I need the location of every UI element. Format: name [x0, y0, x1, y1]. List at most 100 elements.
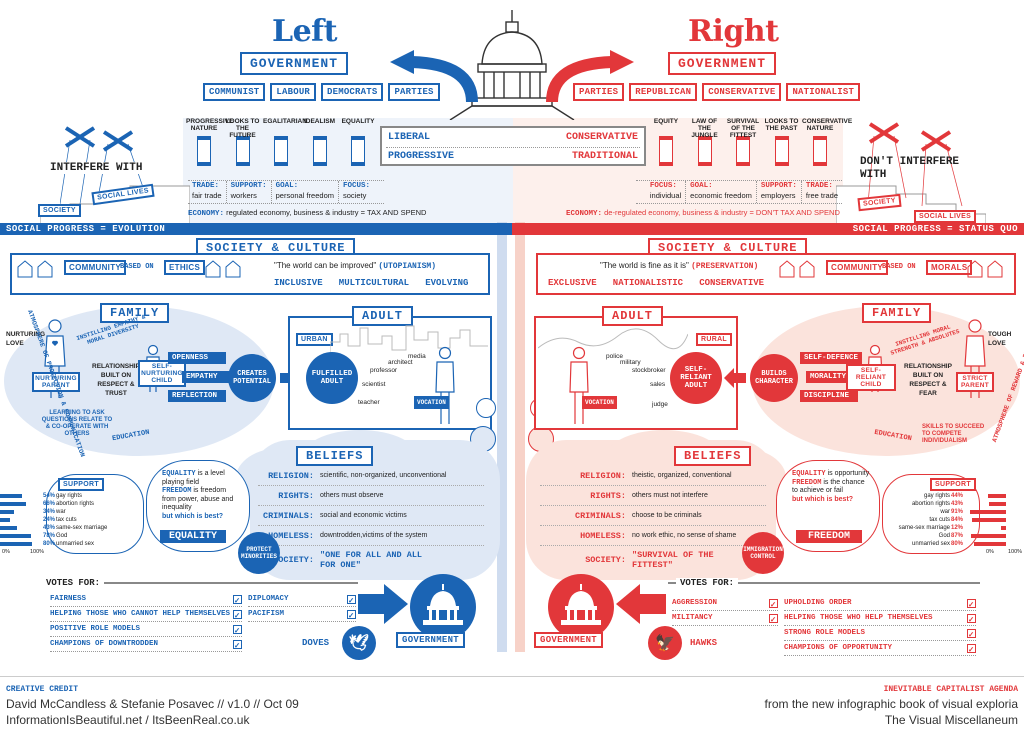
pillar: EQUITY: [648, 118, 684, 166]
right-axis-100: 100%: [1008, 549, 1023, 555]
capitol-dome-icon: [449, 10, 575, 120]
immigration-control-badge: IMMIGRATION CONTROL: [742, 532, 784, 574]
policy-trade: TRADE:free trade: [805, 182, 838, 200]
capitol-icon: [423, 584, 463, 625]
conservative-label: CONSERVATIVE: [565, 132, 638, 143]
left-social-progress-band: SOCIAL PROGRESS = EVOLUTION: [0, 223, 512, 235]
vote-item: CHAMPIONS OF DOWNTRODDEN✓: [50, 637, 242, 652]
support-bar: [971, 534, 1006, 538]
rural-label: RURAL: [696, 333, 732, 346]
support-label: unmarried sex: [56, 541, 95, 547]
pillar: CONSERVATIVE NATURE: [802, 118, 852, 166]
policy-support: SUPPORT:employers: [757, 181, 802, 203]
support-bar: [0, 534, 31, 538]
support-label: same-sex marriage: [898, 525, 950, 531]
party-label-right: PARTIES: [573, 83, 625, 101]
vote-item: CHAMPIONS OF OPPORTUNITY✓: [784, 641, 976, 656]
right-economy: ECONOMY: de-regulated economy, business …: [566, 208, 840, 218]
checkbox-icon: ✓: [347, 609, 356, 621]
support-percent: 87%: [950, 533, 963, 539]
right-adult-title: ADULT: [602, 306, 664, 326]
belief-row: RIGHTS:others must not interfere: [540, 486, 766, 506]
right-votes-panel: [668, 582, 980, 656]
trait-self-defence: SELF-DEFENCE: [800, 352, 862, 364]
left-quote: "The world can be improved" (UTOPIANISM): [274, 261, 437, 271]
left-beliefs-title: BELIEFS: [296, 446, 374, 466]
left-choice-box: EQUALITY: [160, 530, 226, 543]
right-title: Right: [688, 14, 779, 49]
vote-item: HELPING THOSE WHO HELP THEMSELVES✓: [784, 611, 976, 626]
support-label: God: [56, 533, 68, 539]
footer-divider: [0, 676, 1024, 677]
left-tagline: INCLUSIVE MULTICULTURAL EVOLVING: [274, 278, 469, 288]
vote-item: POSITIVE ROLE MODELS✓: [50, 622, 242, 637]
right-pillars: EQUITY LAW OF THE JUNGLE SURVIVAL OF THE…: [648, 118, 852, 166]
left-family-title: FAMILY: [100, 303, 170, 323]
vote-item: FAIRNESS✓: [50, 592, 242, 607]
policy-focus: FOCUS:individual: [646, 181, 687, 203]
support-percent: 54%: [42, 493, 55, 499]
hawk-icon: 🦅: [648, 626, 682, 660]
right-government-label: GOVERNMENT: [668, 52, 777, 75]
job-sales: sales: [650, 381, 666, 388]
policy-goal: GOAL:personal freedom: [272, 181, 339, 203]
authors: David McCandless & Stefanie Posavec // v…: [6, 697, 299, 711]
support-bar: [0, 526, 17, 530]
belief-row: CRIMINALS:choose to be criminals: [540, 506, 766, 526]
left-pillars: PROGRESSIVE NATURE LOOKS TO THE FUTURE E…: [186, 118, 376, 166]
support-label: tax cuts: [56, 517, 77, 523]
support-percent: 43%: [950, 501, 963, 507]
right-support-title: SUPPORT: [930, 478, 976, 491]
pillar: PROGRESSIVE NATURE: [186, 118, 233, 166]
pillar: IDEALISM: [302, 118, 338, 166]
builds-character-badge: BUILDS CHARACTER: [750, 354, 798, 402]
belief-row: HOMELESS:downtrodden,victims of the syst…: [258, 526, 484, 546]
left-axis-100: 100%: [30, 549, 45, 555]
sites[interactable]: InformationIsBeautiful.net / ItsBeenReal…: [6, 713, 250, 727]
vocation-box: VOCATION: [414, 396, 449, 409]
vote-item: MILITANCY✓: [672, 611, 778, 626]
left-adult-title: ADULT: [352, 306, 414, 326]
support-row: 54%gay rights: [0, 492, 140, 500]
houses-icon: [205, 260, 241, 278]
belief-row: RIGHTS:others must observe: [258, 486, 484, 506]
right-family-title: FAMILY: [862, 303, 932, 323]
thought-bubble: [476, 398, 496, 418]
left-policy-strip: TRADE:fair trade SUPPORT:workers GOAL:pe…: [188, 180, 384, 204]
left-traits: OPENNESS EMPATHY REFLECTION: [168, 352, 240, 402]
doves-label: DOVES: [302, 638, 330, 648]
trait-empathy: EMPATHY: [182, 371, 240, 383]
progressive-label: PROGRESSIVE: [388, 151, 455, 162]
self-reliant-adult-badge: SELF-RELIANT ADULT: [670, 352, 722, 404]
left-parties: COMMUNIST LABOUR DEMOCRATS PARTIES: [203, 83, 440, 101]
vote-item: AGGRESSION✓: [672, 596, 778, 611]
right-votes-title: VOTES FOR:: [676, 578, 739, 588]
left-economy: ECONOMY: regulated economy, business & i…: [188, 208, 427, 218]
job-professor: professor: [370, 367, 398, 374]
vote-item: STRONG ROLE MODELS✓: [784, 626, 976, 641]
job-stockbroker: stockbroker: [632, 367, 666, 374]
support-label: God: [938, 533, 950, 539]
job-media: media: [408, 353, 426, 360]
support-bar: [0, 502, 26, 506]
support-percent: 34%: [42, 509, 55, 515]
left-axis-0: 0%: [2, 549, 10, 555]
trait-openness: OPENNESS: [168, 352, 226, 364]
support-label: war: [940, 509, 950, 515]
left-arrow-icon: [390, 50, 478, 103]
relationship-left: RELATIONSHIP BUILT ON RESPECT & TRUST: [92, 363, 140, 397]
support-label: abortion rights: [56, 501, 95, 507]
trait-discipline: DISCIPLINE: [800, 390, 858, 402]
party-democrats: DEMOCRATS: [321, 83, 384, 101]
skills-text: SKILLS TO SUCCEED TO COMPETE INDIVIDUALI…: [922, 424, 985, 444]
left-title: Left: [272, 14, 337, 49]
checkbox-icon: ✓: [233, 624, 242, 636]
pillar: LAW OF THE JUNGLE: [687, 118, 723, 166]
right-parties: PARTIES REPUBLICAN CONSERVATIVE NATIONAL…: [573, 83, 861, 101]
right-choice-box: FREEDOM: [796, 530, 862, 543]
belief-row: SOCIETY:"ONE FOR ALL AND ALL FOR ONE": [273, 550, 423, 570]
